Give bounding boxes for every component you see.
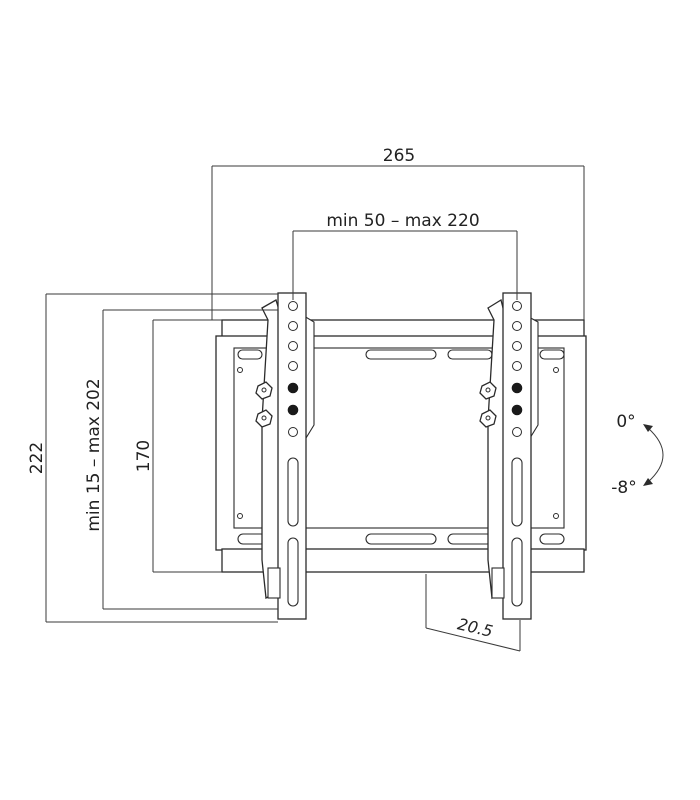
tilt-lower-label: -8°: [611, 478, 636, 498]
right-vesa-arm: [479, 292, 539, 620]
overall-height-label: 222: [27, 442, 47, 474]
plate-height-label: 170: [134, 440, 154, 472]
tilt-arrow: [643, 424, 664, 486]
vesa-horizontal-label: min 50 – max 220: [326, 211, 479, 231]
tilt-arrow-head-bottom: [643, 478, 653, 486]
left-vesa-arm: [255, 292, 315, 620]
tilt-arrow-head-top: [643, 424, 653, 432]
dimension-lines: [45, 165, 585, 652]
vesa-vertical-label: min 15 – max 202: [84, 378, 104, 531]
tilt-upper-label: 0°: [616, 412, 635, 432]
overall-width-label: 265: [383, 146, 415, 166]
